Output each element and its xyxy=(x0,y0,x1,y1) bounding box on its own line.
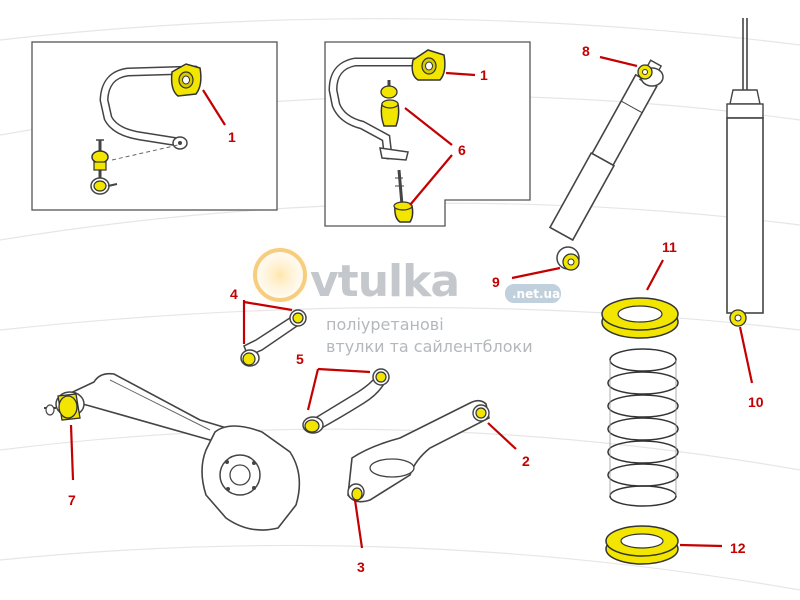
curved-lateral-link: 5 xyxy=(296,351,390,434)
callout-12: 12 xyxy=(730,540,746,556)
callout-9: 9 xyxy=(492,274,500,290)
leader-12 xyxy=(679,543,723,548)
trailing-arm-bushing xyxy=(44,391,85,421)
lower-control-arm: 2 3 xyxy=(347,399,530,575)
leader-5b xyxy=(317,367,371,374)
callout-2: 2 xyxy=(522,453,530,469)
logo-tagline-2: втулки та сайлентблоки xyxy=(326,337,533,356)
leader-11 xyxy=(646,259,664,291)
dashed-guide xyxy=(111,144,179,161)
upper-spring-pad: 11 xyxy=(601,239,679,339)
leader-3 xyxy=(353,499,364,549)
callout-3: 3 xyxy=(357,559,365,575)
watermark-logo: vtulka .net.ua поліуретанові втулки та с… xyxy=(242,237,561,356)
leader-4b xyxy=(243,300,293,312)
leader-6b xyxy=(409,154,453,206)
leader-8 xyxy=(599,55,638,68)
bar-bushing xyxy=(411,49,446,81)
callout-10: 10 xyxy=(748,394,764,410)
callout-5: 5 xyxy=(296,351,304,367)
shock-upper-eye xyxy=(637,64,664,87)
callout-4: 4 xyxy=(230,286,238,302)
panel-frame-notched xyxy=(324,41,531,227)
callout-8: 8 xyxy=(582,43,590,59)
trailing-arm-knuckle: 7 xyxy=(44,372,301,531)
upper-control-link: 4 xyxy=(230,286,307,367)
shock-lower-eye xyxy=(556,246,580,271)
rear-shock-absorber-vertical: 10 xyxy=(726,18,764,410)
stabilizer-link xyxy=(90,139,118,195)
stabilizer-panel-left: 1 xyxy=(31,41,278,211)
callout-6: 6 xyxy=(458,142,466,158)
leader-1b xyxy=(445,71,476,77)
callout-1b: 1 xyxy=(480,67,488,83)
spring-seat xyxy=(369,458,415,478)
logo-tagline-1: поліуретанові xyxy=(326,315,444,334)
leader-5a xyxy=(306,368,320,411)
bar-end-bracket xyxy=(379,147,409,161)
callout-11: 11 xyxy=(662,239,677,255)
stabilizer-panel-right: 1 6 xyxy=(324,41,531,227)
leader-10 xyxy=(738,326,754,384)
logo-domain: .net.ua xyxy=(512,287,560,301)
rear-shock-absorber: 8 9 xyxy=(492,43,664,290)
callout-1a: 1 xyxy=(228,129,236,145)
leader-2 xyxy=(487,422,517,450)
logo-ring xyxy=(253,248,307,302)
leader-9 xyxy=(511,266,561,280)
leader-7 xyxy=(69,424,75,481)
coil-spring xyxy=(607,348,679,507)
logo-domain-badge xyxy=(505,284,561,303)
bar-bushing xyxy=(170,63,202,97)
leader-6a xyxy=(404,107,453,146)
lower-spring-pad: 12 xyxy=(605,525,746,565)
logo-brand: vtulka xyxy=(310,256,459,307)
leader-1a xyxy=(202,89,226,126)
callout-7: 7 xyxy=(68,492,76,508)
stabilizer-link xyxy=(380,80,414,223)
